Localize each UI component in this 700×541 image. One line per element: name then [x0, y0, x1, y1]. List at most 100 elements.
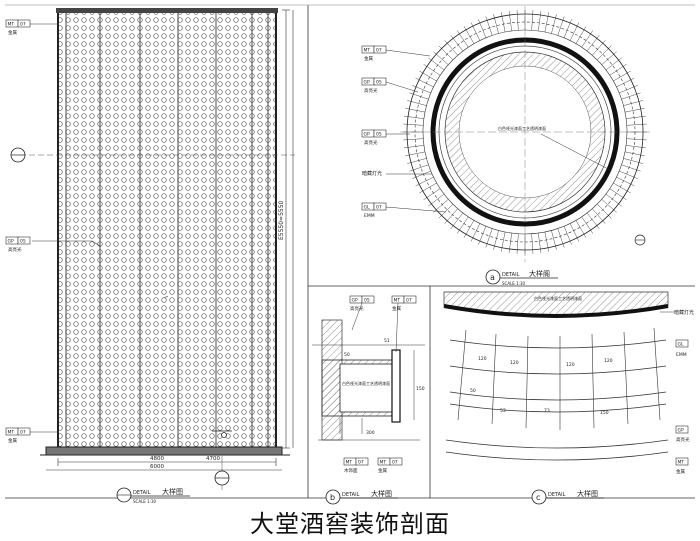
section-marker-left [10, 147, 26, 163]
callout-b-mt: MT 07 金属 [391, 295, 417, 353]
svg-text:金属: 金属 [676, 468, 685, 475]
callout-a-lighting: 暗藏灯光 [362, 170, 432, 177]
ring-ray [581, 30, 593, 48]
ring-ray [428, 57, 445, 71]
callout-c-gp: GP 高亮光 [675, 425, 690, 443]
ring-ray [404, 145, 424, 149]
ring-ray [500, 231, 506, 252]
ring-ray [626, 115, 646, 119]
svg-text:07: 07 [376, 205, 382, 211]
ring-ray [485, 16, 493, 36]
svg-text:大样阁: 大样阁 [529, 269, 550, 278]
ring-ray [493, 14, 499, 34]
perforated-field [57, 9, 277, 449]
ring-ray [444, 40, 458, 56]
svg-text:120: 120 [478, 356, 487, 362]
ring-ray [569, 22, 580, 41]
ring-ray [423, 64, 441, 76]
page-title: 大堂酒窖装饰剖面 [250, 510, 450, 538]
ring-ray [463, 26, 475, 44]
ring-ray [609, 64, 627, 76]
ring-ray [457, 216, 469, 234]
svg-text:07: 07 [376, 48, 382, 54]
ring-ray [412, 170, 431, 179]
ring-ray [592, 40, 606, 56]
ring-ray [619, 85, 638, 94]
svg-text:DETAIL: DETAIL [342, 492, 360, 498]
svg-text:金属: 金属 [8, 437, 17, 444]
ring-ray [531, 233, 534, 254]
ring-ray [626, 138, 647, 141]
ring-ray [433, 199, 449, 213]
ring-ray [551, 230, 557, 250]
ring-ray [428, 193, 445, 207]
detail-tag-elevation: DETAIL 大样图 SCALE 1:30 [116, 487, 190, 504]
ring-ray [500, 12, 506, 33]
ring-ray [438, 203, 454, 219]
detail-b-section: 白色哑光漆面工艺透明漆面 150 51 300 50 GP 05 高亮光 MT … [312, 295, 425, 505]
svg-text:DETAIL: DETAIL [133, 490, 151, 496]
callout-a-gp2: GP 05 高亮光 [361, 129, 410, 146]
ring-ray [444, 208, 458, 224]
svg-text:金属: 金属 [8, 29, 17, 36]
ring-ray [419, 70, 437, 82]
svg-text:07: 07 [392, 460, 398, 466]
ring-ray [470, 22, 481, 41]
svg-text:高亮光: 高亮光 [364, 139, 378, 146]
svg-text:白色哑光漆面工艺透明漆面: 白色哑光漆面工艺透明漆面 [534, 295, 582, 301]
ring-ray [586, 35, 600, 52]
svg-text:大样图: 大样图 [162, 487, 183, 496]
svg-text:GL: GL [364, 205, 370, 211]
svg-text:GP: GP [364, 132, 370, 138]
base-plinth [45, 446, 283, 456]
ring-ray [423, 188, 441, 200]
ring-ray [581, 216, 593, 234]
ring-ray [407, 100, 427, 106]
svg-text:05: 05 [376, 132, 382, 138]
svg-text:MT: MT [8, 430, 15, 436]
svg-text:MT: MT [394, 298, 401, 304]
section-marker-a-right [634, 234, 646, 246]
svg-text:07: 07 [20, 430, 26, 436]
width-inner-label: 4800 [150, 456, 164, 462]
ring-ray [601, 51, 617, 65]
svg-text:高亮光: 高亮光 [676, 436, 690, 443]
svg-text:EMM: EMM [364, 213, 375, 219]
ring-ray [508, 233, 512, 253]
ring-ray [605, 193, 622, 207]
ring-ray [619, 170, 638, 179]
ring-ray [575, 220, 587, 238]
svg-text:高亮光: 高亮光 [364, 87, 378, 94]
svg-text:金属: 金属 [364, 55, 373, 62]
height-dimension-label: E5550=5550 [278, 200, 285, 240]
ring-ray [596, 203, 612, 219]
callout-c-mt: MT 金属 [675, 457, 689, 475]
svg-text:07: 07 [358, 460, 364, 466]
callout-a-gp1: GP 05 高亮光 [361, 77, 419, 94]
svg-text:150: 150 [416, 386, 425, 392]
svg-text:白色哑光漆面工艺透明漆面: 白色哑光漆面工艺透明漆面 [342, 380, 390, 386]
ring-ray [516, 233, 519, 254]
ring-ray [616, 176, 635, 187]
svg-text:木饰面: 木饰面 [344, 467, 358, 474]
svg-text:b: b [330, 493, 335, 502]
svg-text:120: 120 [510, 360, 519, 366]
callout-a-gl: GL 07 EMM [361, 202, 447, 219]
ring-ray [463, 220, 475, 238]
detail-tag-c: c DETAIL 大样图 [531, 489, 604, 505]
svg-text:DETAIL: DETAIL [548, 492, 566, 498]
ring-ray [478, 226, 487, 245]
svg-text:MT: MT [364, 48, 371, 54]
svg-text:73: 73 [544, 408, 550, 414]
svg-text:GP: GP [352, 298, 358, 304]
ring-ray [605, 57, 622, 71]
svg-text:MT: MT [8, 22, 15, 28]
svg-text:GP: GP [8, 239, 14, 245]
svg-text:SCALE 1:30: SCALE 1:30 [502, 281, 526, 286]
ring-ray [616, 77, 635, 88]
svg-text:50: 50 [470, 388, 476, 394]
ring-ray [405, 151, 426, 157]
ring-ray [557, 228, 565, 248]
detail-tag-b: b DETAIL 大样图 [325, 489, 398, 505]
